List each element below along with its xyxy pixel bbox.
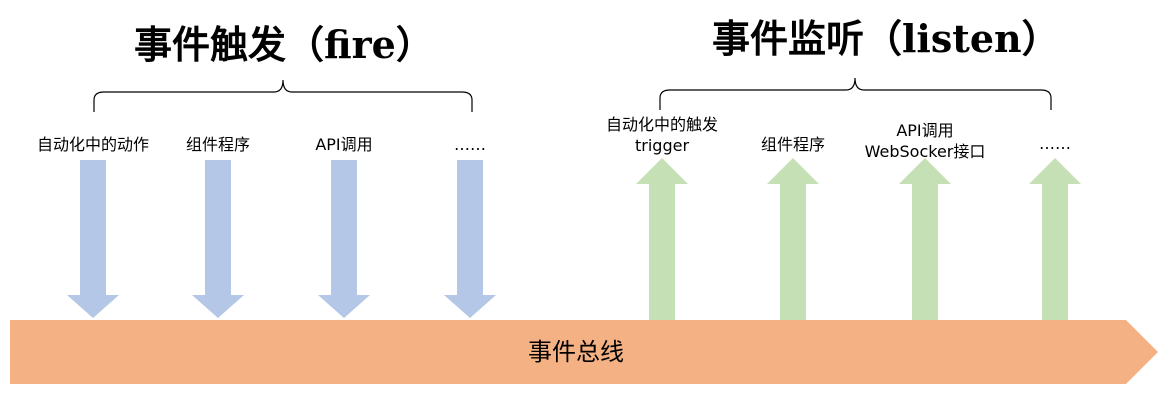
listen-item-label-2-line-1: 组件程序 <box>761 135 825 154</box>
fire-title: 事件触发（fire） <box>134 22 434 67</box>
listen-item-label-3: API调用 WebSocker接口 <box>865 121 986 161</box>
fire-item-label-2-line-1: 组件程序 <box>186 135 250 154</box>
fire-arrow-1 <box>67 160 119 318</box>
listen-item-label-1-line-2: trigger <box>635 136 689 155</box>
listen-arrow-1 <box>636 158 688 320</box>
fire-arrow-3 <box>318 160 370 318</box>
listen-item-label-4: …… <box>1039 134 1071 153</box>
listen-brace <box>659 77 1052 110</box>
listen-arrows <box>636 158 1081 320</box>
listen-title: 事件监听（listen） <box>712 16 1060 61</box>
fire-item-label-1-line-1: 自动化中的动作 <box>37 135 149 154</box>
listen-arrow-4 <box>1029 158 1081 320</box>
listen-arrow-3 <box>899 158 951 320</box>
listen-labels: 自动化中的触发 trigger 组件程序 API调用 WebSocker接口 …… <box>606 115 1071 161</box>
fire-item-label-4: …… <box>454 135 486 154</box>
fire-item-label-2: 组件程序 <box>186 135 250 154</box>
listen-item-label-4-line-1: …… <box>1039 134 1071 153</box>
listen-item-label-1: 自动化中的触发 trigger <box>606 115 718 155</box>
listen-arrow-2 <box>767 158 819 320</box>
fire-item-label-4-line-1: …… <box>454 135 486 154</box>
listen-item-label-1-line-1: 自动化中的触发 <box>606 115 718 134</box>
listen-item-label-3-line-1: API调用 <box>896 121 953 140</box>
fire-item-label-1: 自动化中的动作 <box>37 135 149 154</box>
listen-item-label-3-line-2: WebSocker接口 <box>865 142 986 161</box>
fire-item-label-3: API调用 <box>315 135 372 154</box>
event-bus-label: 事件总线 <box>528 338 624 366</box>
fire-arrow-2 <box>192 160 244 318</box>
fire-brace <box>93 79 473 112</box>
fire-arrows <box>67 160 496 318</box>
event-bus-arrow <box>10 320 1158 384</box>
fire-arrow-4 <box>444 160 496 318</box>
fire-labels: 自动化中的动作 组件程序 API调用 …… <box>37 135 486 154</box>
fire-item-label-3-line-1: API调用 <box>315 135 372 154</box>
listen-item-label-2: 组件程序 <box>761 135 825 154</box>
